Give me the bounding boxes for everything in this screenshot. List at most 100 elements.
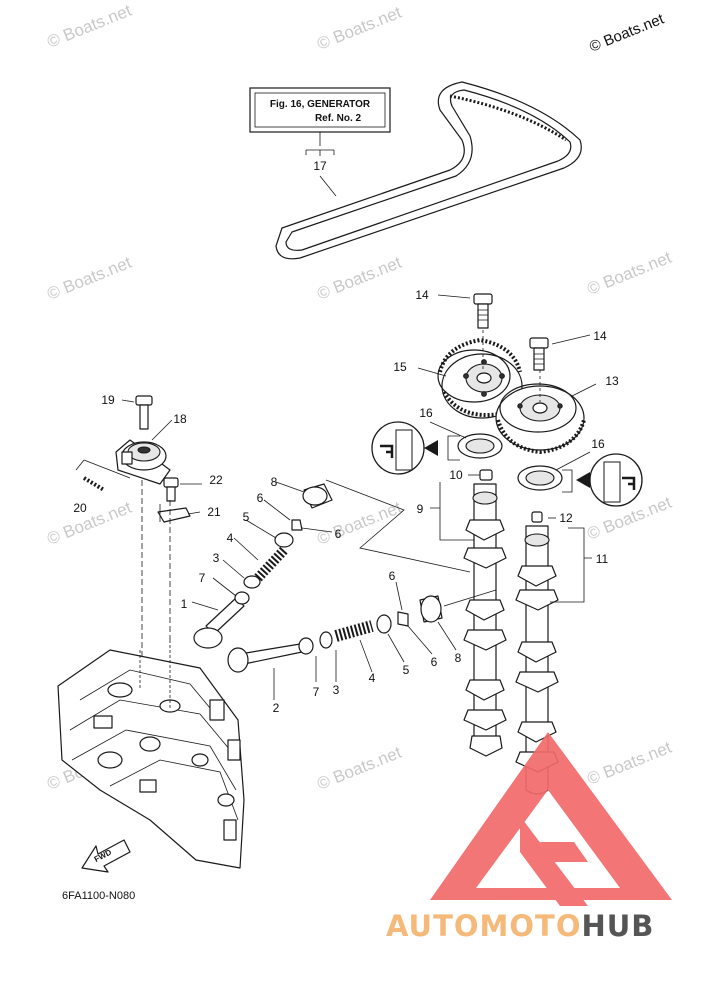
leader-21 <box>187 511 201 515</box>
timing-belt <box>275 81 582 260</box>
svg-text:AUTOMOTOHUB: AUTOMOTOHUB <box>386 909 654 943</box>
valve-spring-4-upper <box>254 546 288 582</box>
leader-6-lower-a <box>395 581 403 611</box>
valve-2 <box>227 643 303 673</box>
leader-16-right <box>555 451 591 471</box>
leader-8-upper <box>275 481 305 493</box>
callout-6-lower-b: 6 <box>431 655 438 669</box>
leader-5-upper <box>245 519 277 539</box>
callout-3-upper: 3 <box>213 551 220 565</box>
callout-9: 9 <box>417 502 424 516</box>
tensioner-18 <box>115 439 171 485</box>
leader-3-upper <box>222 559 245 579</box>
leader-4-lower <box>359 639 373 673</box>
callout-6-lower-a: 6 <box>389 569 396 583</box>
callout-5-lower: 5 <box>403 663 410 677</box>
callout-6-upper-b: 6 <box>335 527 342 541</box>
valve-seal-7-lower <box>298 637 314 655</box>
lifter-8-lower <box>419 595 443 623</box>
lifter-8-upper <box>302 483 333 509</box>
bracket-16-right <box>562 469 573 493</box>
leader-20 <box>75 459 131 479</box>
leader-6-upper-a <box>263 499 291 521</box>
callout-6-upper-a: 6 <box>257 491 264 505</box>
callout-17: 17 <box>313 159 327 173</box>
callout-2: 2 <box>273 701 280 715</box>
leader-16-left <box>429 421 467 439</box>
leader-14-right <box>551 334 591 345</box>
forward-arrow-icon: FWD <box>81 839 131 873</box>
bracket-9 <box>430 482 474 541</box>
camshaft-11 <box>515 511 559 795</box>
watermark: © Boats.net <box>44 253 134 304</box>
callout-4-upper: 4 <box>227 531 234 545</box>
callout-21: 21 <box>207 505 221 519</box>
callout-8-upper: 8 <box>271 475 278 489</box>
callout-14-upper: 14 <box>415 288 429 302</box>
cylinder-head-block <box>57 640 245 869</box>
spring-20 <box>82 476 106 492</box>
reference-box-line1: Fig. 16, GENERATOR <box>270 99 371 110</box>
leader-8-upper-path <box>325 479 471 573</box>
callout-labels: 1 2 3 3 4 4 5 5 6 6 6 6 7 7 8 8 9 10 11 … <box>73 159 619 715</box>
pointer-arrow-left <box>424 440 438 456</box>
leader-4-upper <box>233 537 259 561</box>
callout-20: 20 <box>73 501 87 515</box>
bracket-21 <box>157 504 191 523</box>
watermark: © Boats.net <box>584 248 674 299</box>
bolt-22 <box>163 477 179 502</box>
copyright-text: © Boats.net <box>587 10 667 56</box>
callout-13: 13 <box>605 374 619 388</box>
automotohub-wordmark: AUTOMOTOHUB <box>386 909 654 943</box>
valve-1 <box>193 597 245 649</box>
callout-15: 15 <box>393 360 407 374</box>
cotter-6-upper <box>291 519 303 531</box>
leader-8-lower-path <box>443 589 497 607</box>
retainer-5-upper <box>274 532 294 548</box>
valve-spring-4-lower <box>334 620 374 642</box>
callout-16-right: 16 <box>591 437 605 451</box>
leader-7-upper <box>212 577 237 597</box>
pointer-arrow-right <box>576 472 590 488</box>
spring-seat-3-upper <box>243 575 261 589</box>
cotter-6-lower <box>397 611 409 627</box>
watermark: © Boats.net <box>44 498 134 549</box>
callout-14-right: 14 <box>593 329 607 343</box>
brand-part1: AUTOMOTO <box>386 909 581 943</box>
oil-seal-16-left <box>457 433 503 459</box>
reference-bracket <box>305 132 335 156</box>
valve-seal-7-upper <box>234 591 250 605</box>
callout-7-lower: 7 <box>313 685 320 699</box>
leader-18 <box>151 419 173 441</box>
apply-sealant-icon-right <box>589 453 643 507</box>
callout-19: 19 <box>101 393 115 407</box>
callout-10: 10 <box>449 468 463 482</box>
callout-16-left: 16 <box>419 406 433 420</box>
watermark: © Boats.net <box>314 743 404 794</box>
leader-6-lower-b <box>407 625 433 655</box>
leader-13 <box>571 383 597 397</box>
callout-8-lower: 8 <box>455 651 462 665</box>
leader-15 <box>417 367 447 377</box>
bracket-11 <box>550 527 592 603</box>
camshaft-pulley-13 <box>495 383 586 455</box>
callout-12: 12 <box>559 511 573 525</box>
apply-sealant-icon-left <box>371 421 425 475</box>
reference-box-line2: Ref. No. 2 <box>315 113 362 124</box>
leader-5-lower <box>387 633 405 663</box>
callout-3-lower: 3 <box>333 683 340 697</box>
leader-14-upper <box>437 294 471 299</box>
diagram-code: 6FA1100-N080 <box>62 890 135 902</box>
automotohub-logo <box>430 732 672 906</box>
callout-22: 22 <box>209 473 223 487</box>
camshaft-9 <box>463 469 507 757</box>
watermark: © Boats.net <box>314 253 404 304</box>
spring-seat-3-lower <box>319 631 333 649</box>
brand-part2: HUB <box>581 909 654 943</box>
oil-seal-16-right <box>517 465 563 491</box>
leader-17 <box>319 175 337 197</box>
bolt-14-right <box>529 337 549 371</box>
leader-19 <box>121 399 135 403</box>
